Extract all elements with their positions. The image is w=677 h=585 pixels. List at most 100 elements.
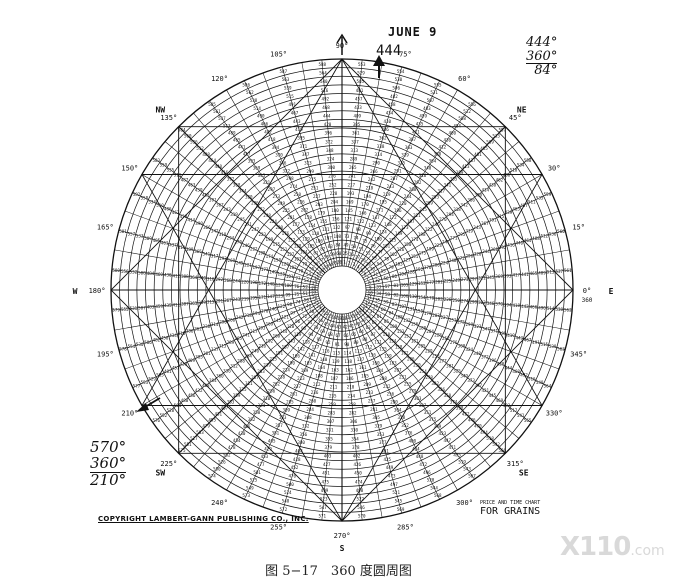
cell-number: 520 xyxy=(427,478,435,483)
cell-number: 523 xyxy=(320,496,328,501)
cell-number: 462 xyxy=(172,210,180,215)
cell-number: 13 xyxy=(363,304,369,309)
cell-number: 235 xyxy=(329,393,337,398)
cell-number: 284 xyxy=(306,407,314,412)
cell-number: 251 xyxy=(449,317,457,322)
cell-number: 387 xyxy=(408,137,416,142)
cell-number: 73 xyxy=(344,234,350,239)
spoke-line xyxy=(345,62,383,267)
cell-number: 177 xyxy=(427,280,435,285)
cell-number: 293 xyxy=(219,256,227,261)
cell-number: 239 xyxy=(263,363,271,368)
cell-number: 332 xyxy=(302,423,310,428)
cell-number: 435 xyxy=(164,303,172,308)
cell-number: 223 xyxy=(258,232,266,237)
cell-number: 370 xyxy=(275,153,283,158)
cell-number: 57 xyxy=(385,284,391,289)
cell-number: 26 xyxy=(349,252,355,257)
cell-number: 151 xyxy=(280,247,288,252)
cell-number: 406 xyxy=(243,424,251,429)
cell-number: 80 xyxy=(392,274,398,279)
cell-number: 537 xyxy=(555,269,563,274)
cell-number: 111 xyxy=(374,339,382,344)
cell-number: 485 xyxy=(480,146,488,151)
cell-number: 393 xyxy=(248,159,256,164)
cell-number: 52 xyxy=(303,285,309,290)
cell-number: 142 xyxy=(297,346,305,351)
cell-number: 19 xyxy=(337,316,343,321)
cell-number: 503 xyxy=(196,430,204,435)
cell-number: 202 xyxy=(301,207,309,212)
cell-number: 29 xyxy=(366,262,372,267)
cell-number: 492 xyxy=(520,373,528,378)
cell-number: 84 xyxy=(389,311,395,316)
cell-number: 249 xyxy=(277,201,285,206)
cell-number: 197 xyxy=(407,219,415,224)
cell-number: 557 xyxy=(499,128,507,133)
cell-number: 444 xyxy=(323,114,331,119)
cell-number: 392 xyxy=(227,176,235,181)
spoke-line xyxy=(262,312,335,508)
cell-number: 516 xyxy=(321,88,329,93)
cell-number: 8 xyxy=(368,280,371,285)
cell-number: 492 xyxy=(321,96,329,101)
cell-number: 362 xyxy=(379,135,387,140)
cell-number: 207 xyxy=(394,368,402,373)
degree-label: 120° xyxy=(211,75,228,83)
cell-number: 159 xyxy=(384,353,392,358)
cell-number: 107 xyxy=(399,304,407,309)
spoke-line xyxy=(124,210,320,283)
cell-number: 473 xyxy=(388,473,396,478)
cell-number: 56 xyxy=(383,276,389,281)
cell-number: 133 xyxy=(397,329,405,334)
cell-number: 553 xyxy=(358,62,366,67)
cell-number: 303 xyxy=(414,396,422,401)
cell-number: 199 xyxy=(266,237,274,242)
cell-number: 489 xyxy=(538,270,546,275)
cell-number: 352 xyxy=(401,423,409,428)
cell-number: 131 xyxy=(407,306,415,311)
cell-number: 223 xyxy=(434,243,442,248)
cell-number: 54 xyxy=(377,262,383,267)
cell-number: 394 xyxy=(504,302,512,307)
cell-number: 488 xyxy=(202,152,210,157)
cell-number: 511 xyxy=(528,199,536,204)
cell-number: 233 xyxy=(366,390,374,395)
cell-number: 347 xyxy=(482,326,490,331)
cell-number: 40 xyxy=(355,321,361,326)
cell-number: 224 xyxy=(269,219,277,224)
cell-number: 350 xyxy=(444,393,452,398)
cell-number: 202 xyxy=(435,296,443,301)
cell-number: 372 xyxy=(325,139,333,144)
spoke-line xyxy=(132,299,321,388)
cell-number: 526 xyxy=(218,459,226,464)
cell-number: 464 xyxy=(208,158,216,163)
cell-number: 515 xyxy=(286,94,294,99)
cell-number: 373 xyxy=(467,378,475,383)
cell-number: 78 xyxy=(384,257,390,262)
calc-line: 210° xyxy=(90,470,127,489)
cell-number: 376 xyxy=(405,431,413,436)
cell-number: 375 xyxy=(429,417,437,422)
cell-number: 232 xyxy=(383,384,391,389)
cell-number: 129 xyxy=(302,236,310,241)
ring-circle xyxy=(317,265,367,315)
cell-number: 296 xyxy=(466,254,474,259)
cell-number: 328 xyxy=(398,415,406,420)
cell-number: 174 xyxy=(411,237,419,242)
cell-number: 517 xyxy=(510,408,518,413)
june-date-note: JUNE 9 xyxy=(388,25,438,39)
cell-number: 396 xyxy=(489,358,497,363)
cell-number: 17 xyxy=(347,315,353,320)
cell-number: 563 xyxy=(282,77,290,82)
spoke-line xyxy=(164,141,324,275)
cell-number: 132 xyxy=(333,225,341,230)
cell-number: 480 xyxy=(181,398,189,403)
cell-number: 584 xyxy=(178,128,186,133)
cell-number: 483 xyxy=(147,305,155,310)
cell-number: 95 xyxy=(301,326,307,331)
cell-number: 50 xyxy=(351,244,357,249)
cell-number: 583 xyxy=(153,158,161,163)
cell-number: 261 xyxy=(290,392,298,397)
